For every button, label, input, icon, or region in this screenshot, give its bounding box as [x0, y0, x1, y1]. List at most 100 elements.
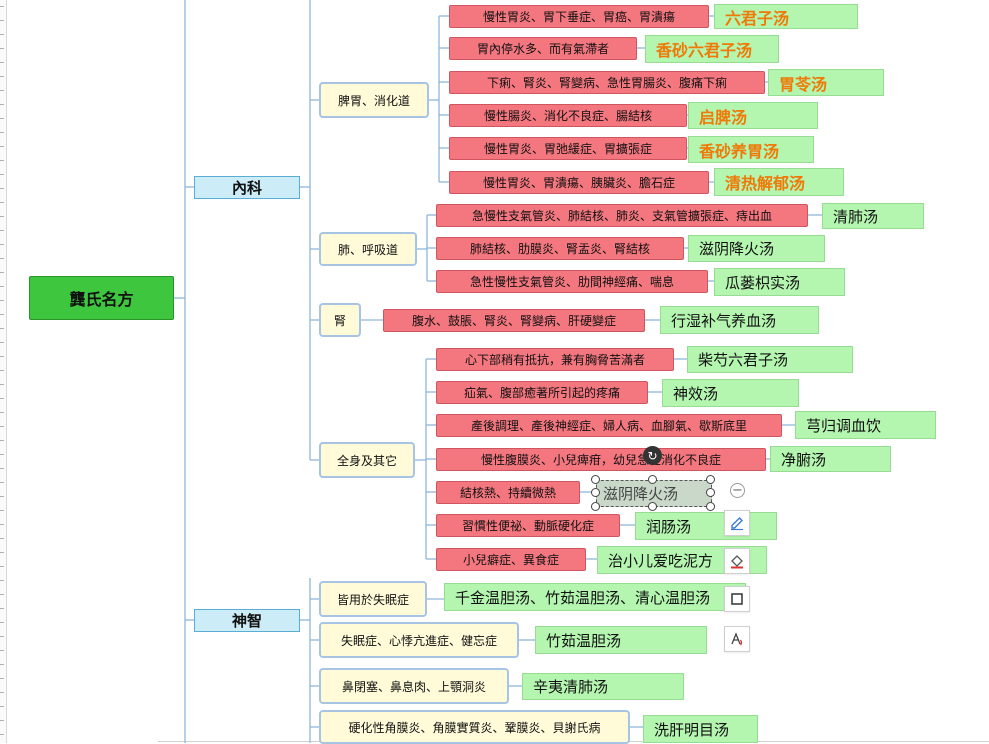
- ruler-tick: [0, 34, 4, 35]
- ruler-tick: [0, 664, 4, 665]
- subtopic-respiratory[interactable]: 肺、呼吸道: [319, 232, 417, 266]
- ruler-tick: [0, 90, 4, 91]
- remedy-node[interactable]: 洗肝明目汤: [643, 715, 758, 743]
- remedy-node[interactable]: 芎归调血饮: [795, 411, 936, 439]
- symptom-node[interactable]: 心下部稍有抵抗，兼有胸脅苦滿者: [436, 348, 674, 371]
- symptom-node[interactable]: 急性慢性支氣管炎、肋間神經痛、喘息: [436, 270, 708, 293]
- symptom-node[interactable]: 慢性腸炎、消化不良症、腸結核: [449, 104, 687, 127]
- symptom-node[interactable]: 下痢、腎炎、腎變病、急性胃腸炎、腹痛下痢: [449, 71, 765, 94]
- ruler-tick: [0, 524, 4, 525]
- remedy-node[interactable]: 千金温胆汤、竹茹温胆汤、清心温胆汤: [444, 583, 746, 611]
- ruler-tick: [0, 146, 4, 147]
- ruler-tick: [0, 118, 4, 119]
- remedy-label: 洗肝明目汤: [654, 720, 730, 739]
- symptom-node[interactable]: 腹水、鼓脹、腎炎、腎變病、肝硬變症: [383, 309, 645, 332]
- resize-handle[interactable]: [591, 502, 600, 511]
- remedy-label: 神效汤: [673, 384, 719, 403]
- subtopic-general[interactable]: 全身及其它: [319, 442, 415, 478]
- ruler-tick: [0, 20, 4, 21]
- symptom-label: 肺結核、肋膜炎、腎盂炎、腎結核: [469, 242, 650, 256]
- symptom-label: 慢性胃炎、胃潰瘍、胰臟炎、膽石症: [482, 176, 675, 190]
- font-color-icon[interactable]: [724, 626, 750, 652]
- ruler-tick: [0, 188, 4, 189]
- ruler-tick: [0, 202, 4, 203]
- symptom-node[interactable]: 小兒癖症、異食症: [436, 548, 586, 571]
- pen-icon[interactable]: [724, 510, 750, 536]
- remedy-node[interactable]: 启脾汤: [688, 102, 818, 129]
- symptom-node[interactable]: 疝氣、腹部癒著所引起的疼痛: [436, 381, 648, 404]
- remedy-node[interactable]: 香砂养胃汤: [688, 136, 814, 163]
- symptom-label: 急慢性支氣管炎、肺結核、肺炎、支氣管擴張症、痔出血: [471, 209, 772, 223]
- resize-handle[interactable]: [591, 475, 600, 484]
- ruler-tick: [0, 482, 4, 483]
- symptom-label: 疝氣、腹部癒著所引起的疼痛: [463, 386, 620, 400]
- remedy-node[interactable]: 胃苓汤: [768, 69, 884, 96]
- remedy-node[interactable]: 竹茹温胆汤: [535, 626, 707, 654]
- symptom-node[interactable]: 慢性胃炎、胃下垂症、胃癌、胃潰瘍: [449, 5, 709, 28]
- symptom-node[interactable]: 肺結核、肋膜炎、腎盂炎、腎結核: [436, 237, 684, 260]
- symptom-node[interactable]: 結核熱、持續微熱: [436, 481, 580, 504]
- remedy-node[interactable]: 香砂六君子汤: [645, 35, 779, 63]
- resize-handle[interactable]: [706, 475, 715, 484]
- category-internal-medicine[interactable]: 內科: [194, 176, 300, 199]
- ruler-tick: [0, 160, 4, 161]
- symptom-label: 結核熱、持續微熱: [459, 486, 556, 500]
- ruler-tick: [0, 272, 4, 273]
- subtopic-label: 脾胃、消化道: [337, 93, 410, 108]
- symptom-node[interactable]: 習慣性便祕、動脈硬化症: [436, 514, 620, 537]
- ruler-tick: [0, 62, 4, 63]
- symptom-node[interactable]: 急慢性支氣管炎、肺結核、肺炎、支氣管擴張症、痔出血: [436, 204, 808, 227]
- symptom-label: 慢性胃炎、胃下垂症、胃癌、胃潰瘍: [482, 10, 675, 24]
- remedy-node[interactable]: 滋阴降火汤: [688, 235, 825, 262]
- symptom-label: 慢性腸炎、消化不良症、腸結核: [483, 109, 652, 123]
- remedy-label: 辛夷清肺汤: [533, 678, 609, 696]
- subtopic-nasal[interactable]: 鼻閉塞、鼻息肉、上顎洞炎: [319, 668, 509, 704]
- subtopic-kidney[interactable]: 腎: [319, 303, 361, 337]
- symptom-node[interactable]: 產後調理、產後神經症、婦人病、血腳氣、歇斯底里: [436, 414, 782, 437]
- category-mind[interactable]: 神智: [194, 609, 300, 632]
- remedy-node[interactable]: 清热解郁汤: [714, 168, 844, 196]
- subtopic-cornea[interactable]: 硬化性角膜炎、角膜實質炎、鞏膜炎、貝謝氏病: [319, 710, 630, 744]
- root-topic[interactable]: 龔氏名方: [29, 276, 174, 320]
- ruler-tick: [0, 580, 4, 581]
- rotate-icon[interactable]: ↻: [643, 446, 662, 465]
- ruler-tick: [0, 216, 4, 217]
- subtopic-digestive[interactable]: 脾胃、消化道: [319, 82, 429, 118]
- symptom-node[interactable]: 慢性胃炎、胃潰瘍、胰臟炎、膽石症: [449, 171, 709, 194]
- border-icon[interactable]: [724, 586, 750, 612]
- remedy-node[interactable]: 清肺汤: [822, 203, 924, 229]
- subtopic-label: 腎: [333, 313, 346, 328]
- remedy-node[interactable]: 润肠汤: [635, 512, 777, 540]
- symptom-node[interactable]: 胃內停水多、而有氣滯者: [449, 37, 637, 60]
- symptom-node[interactable]: 慢性腹膜炎、小兒痺疳，幼兒急性消化不良症: [436, 448, 766, 471]
- collapse-icon[interactable]: −: [730, 483, 745, 498]
- resize-handle[interactable]: [706, 502, 715, 511]
- subtopic-palpitation[interactable]: 失眠症、心悸亢進症、健忘症: [319, 622, 519, 658]
- remedy-node[interactable]: 神效汤: [662, 379, 799, 407]
- subtopic-label: 硬化性角膜炎、角膜實質炎、鞏膜炎、貝謝氏病: [348, 720, 601, 735]
- resize-handle[interactable]: [591, 488, 600, 497]
- remedy-node[interactable]: 柴芍六君子汤: [687, 346, 853, 373]
- remedy-node[interactable]: 六君子汤: [714, 4, 858, 29]
- remedy-node[interactable]: 行湿补气养血汤: [660, 306, 819, 334]
- remedy-node[interactable]: 辛夷清肺汤: [522, 673, 684, 700]
- ruler-tick: [0, 174, 4, 175]
- remedy-label: 芎归调血饮: [806, 416, 882, 435]
- ruler-tick: [0, 286, 4, 287]
- remedy-label: 香砂六君子汤: [656, 41, 753, 60]
- symptom-node[interactable]: 慢性胃炎、胃弛緩症、胃擴張症: [449, 137, 687, 160]
- ruler-tick: [0, 678, 4, 679]
- remedy-label: 行湿补气养血汤: [671, 311, 777, 330]
- resize-handle[interactable]: [648, 475, 657, 484]
- subtopic-insomnia[interactable]: 皆用於失眠症: [319, 581, 427, 617]
- remedy-node[interactable]: 瓜蒌枳实汤: [714, 268, 845, 296]
- ruler-tick: [0, 692, 4, 693]
- resize-handle[interactable]: [648, 502, 657, 511]
- fill-icon[interactable]: [724, 548, 750, 574]
- category-label: 內科: [231, 179, 262, 197]
- remedy-node[interactable]: 净腑汤: [770, 446, 891, 472]
- symptom-label: 胃內停水多、而有氣滯者: [476, 42, 609, 56]
- resize-handle[interactable]: [706, 488, 715, 497]
- ruler-tick: [0, 426, 4, 427]
